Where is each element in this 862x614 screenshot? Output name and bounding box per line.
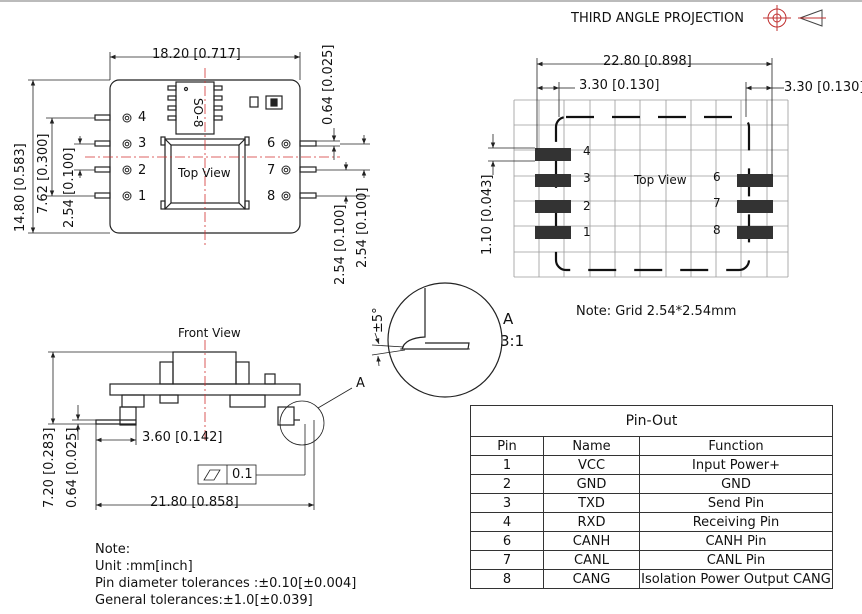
table-row: 6 CANH CANH Pin [470,531,833,551]
pin-cell: 1 [470,455,544,475]
top-pin-3: 3 [138,136,147,151]
top-pin-8: 8 [267,189,276,204]
pin-cell: 2 [470,474,544,494]
notes-heading: Note: [95,542,131,557]
fp-width-dim: 22.80 [0.898] [603,54,692,69]
pin-cell: 6 [470,531,544,551]
flatness-value: 0.1 [232,467,253,482]
col-pin: Pin [470,436,544,456]
top-pitch-dim-b: 2.54 [0.100] [355,187,370,268]
function-cell: Receiving Pin [639,512,833,532]
detail-callout: A [356,376,365,391]
top-pin-1: 1 [138,189,147,204]
name-cell: CANH [543,531,640,551]
notes-pin-tolerance: Pin diameter tolerances :±0.10[±0.004] [95,576,357,591]
top-view-centerlines [85,68,340,248]
projection-label: THIRD ANGLE PROJECTION [571,11,744,26]
function-cell: Send Pin [639,493,833,513]
fp-pin-6: 6 [713,170,721,184]
notes-unit: Unit :mm[inch] [95,559,193,574]
col-name: Name [543,436,640,456]
function-cell: GND [639,474,833,494]
name-cell: VCC [543,455,640,475]
top-height-dim: 14.80 [0.583] [13,143,28,232]
top-width-dim: 18.20 [0.717] [152,47,241,62]
fp-inset-left-dim: 3.30 [0.130] [579,78,660,93]
front-standoff-dim: 0.64 [0.025] [65,427,80,508]
name-cell: TXD [543,493,640,513]
front-view-dimensions [48,351,353,510]
fp-pad-height-dim: 1.10 [0.043] [480,174,495,255]
function-cell: Input Power+ [639,455,833,475]
footprint-dimensions [488,58,784,176]
table-row: 2 GND GND [470,474,833,494]
front-width-dim: 21.80 [0.858] [150,495,239,510]
ic-label: SO-8 [191,98,205,128]
name-cell: GND [543,474,640,494]
function-cell: Isolation Power Output CANG [639,569,833,589]
top-pin-6: 6 [267,136,276,151]
name-cell: RXD [543,512,640,532]
fp-pin-3: 3 [583,171,591,185]
detail-scale: 3:1 [500,332,525,350]
projection-symbol [763,5,826,31]
detail-label: A [503,310,514,328]
fp-pin-8: 8 [713,223,721,237]
fp-pin-2: 2 [583,199,591,213]
pin-cell: 7 [470,550,544,570]
table-row: 8 CANG Isolation Power Output CANG [470,569,833,589]
pinout-table: Pin-Out Pin Name Function 1 VCC Input Po… [470,405,833,589]
front-view-drawing [95,351,301,426]
front-height-dim: 7.20 [0.283] [42,427,57,508]
name-cell: CANG [543,569,640,589]
table-row: 3 TXD Send Pin [470,493,833,513]
detail-angle: ±5° [371,307,386,333]
table-row: 4 RXD Receiving Pin [470,512,833,532]
footprint-outline [554,115,751,272]
top-view-label: Top View [178,166,231,180]
col-function: Function [639,436,833,456]
pinout-title: Pin-Out [470,405,833,436]
function-cell: CANL Pin [639,550,833,570]
table-row: 7 CANL CANL Pin [470,550,833,570]
front-view-label: Front View [178,326,241,340]
detail-a-dimension [371,332,406,367]
footprint-pads [535,148,773,239]
fp-top-view-label: Top View [634,173,687,187]
top-pitch-dim: 2.54 [0.100] [62,147,77,228]
top-pin-4: 4 [138,110,147,125]
top-row-span-dim: 7.62 [0.300] [36,133,51,214]
pinout-header-row: Pin Name Function [470,436,833,456]
notes-block: Note: Unit :mm[inch] Pin diameter tolera… [95,541,356,609]
front-lead-dim: 3.60 [0.142] [142,430,223,445]
name-cell: CANL [543,550,640,570]
table-row: 1 VCC Input Power+ [470,455,833,475]
fp-grid-note: Note: Grid 2.54*2.54mm [576,304,737,319]
pin-cell: 8 [470,569,544,589]
fp-pin-1: 1 [583,225,591,239]
pin-cell: 3 [470,493,544,513]
top-pin-2: 2 [138,163,147,178]
fp-pin-4: 4 [583,144,591,158]
top-pin-7: 7 [267,163,276,178]
top-view-dimensions [28,52,370,234]
function-cell: CANH Pin [639,531,833,551]
top-pitch-dim-a: 2.54 [0.100] [333,204,348,285]
top-view-drawing [94,79,317,234]
notes-general-tolerance: General tolerances:±1.0[±0.039] [95,593,313,608]
detail-a-drawing [387,282,503,398]
fp-inset-right-dim: 3.30 [0.130] [784,80,862,95]
fp-pin-7: 7 [713,196,721,210]
top-lead-width-dim: 0.64 [0.025] [321,44,336,125]
pin-cell: 4 [470,512,544,532]
